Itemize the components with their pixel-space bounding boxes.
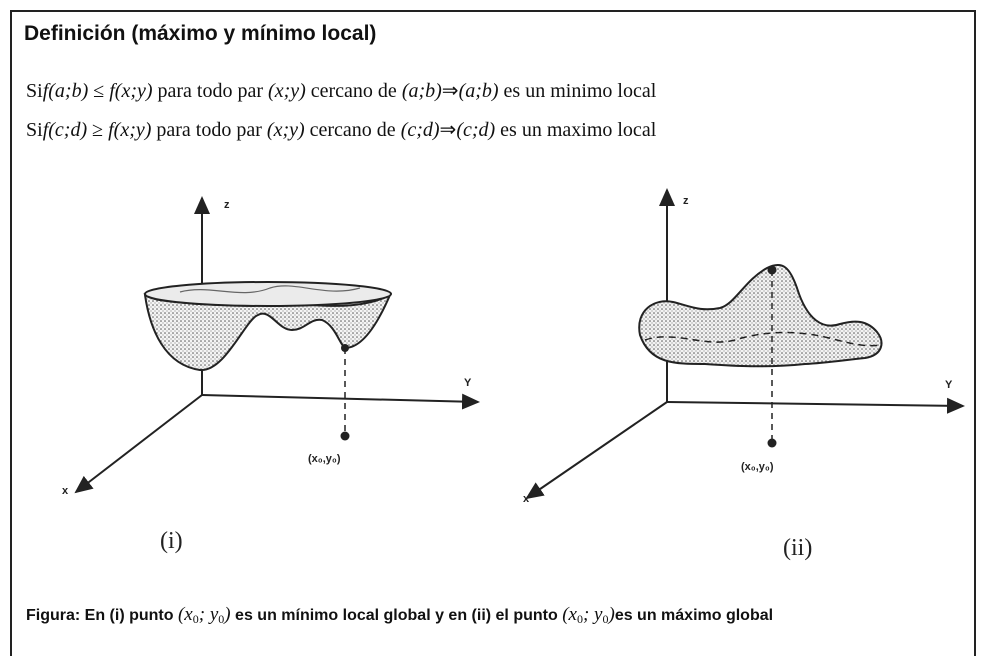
- y-axis: [666, 397, 965, 414]
- figure-maximum-graphic: z Y x (x₀,y₀): [523, 188, 965, 505]
- figure-maximum: z Y x (x₀,y₀): [505, 180, 975, 540]
- document-frame: [10, 10, 976, 656]
- axis-x-label: x: [523, 493, 530, 505]
- surface-minimum-rim: [144, 281, 392, 307]
- definition-max-line: Sif(c;d) ≥ f(x;y) para todo par (x;y) ce…: [26, 119, 657, 141]
- point-label-minimum: (x₀,y₀): [308, 453, 341, 465]
- x-axis: [525, 401, 668, 500]
- point-maximum-base: [767, 438, 777, 448]
- definition-title: Definición (máximo y mínimo local): [24, 22, 377, 45]
- point-minimum-surface: [341, 344, 349, 352]
- y-axis: [201, 393, 480, 410]
- x-axis: [74, 394, 203, 494]
- figure-minimum-graphic: z Y x (x₀,y₀): [62, 196, 480, 497]
- axis-z-label: z: [224, 199, 230, 211]
- axis-z-label: z: [683, 195, 689, 207]
- axis-x-label: x: [62, 485, 69, 497]
- point-minimum-base: [340, 431, 350, 441]
- figure-label-ii: (ii): [783, 535, 813, 561]
- axis-y-label: Y: [945, 379, 953, 391]
- definition-min-line: Sif(a;b) ≤ f(x;y) para todo par (x;y) ce…: [26, 80, 657, 102]
- surface-maximum: [638, 263, 883, 368]
- point-label-maximum: (x₀,y₀): [741, 461, 774, 473]
- point-maximum-surface: [767, 265, 777, 275]
- figure-caption: Figura: En (i) punto (x0; y0) es un míni…: [26, 604, 774, 626]
- figure-label-i: (i): [160, 528, 183, 554]
- figure-minimum: z Y x (x₀,y₀): [40, 180, 500, 540]
- axis-y-label: Y: [464, 377, 472, 389]
